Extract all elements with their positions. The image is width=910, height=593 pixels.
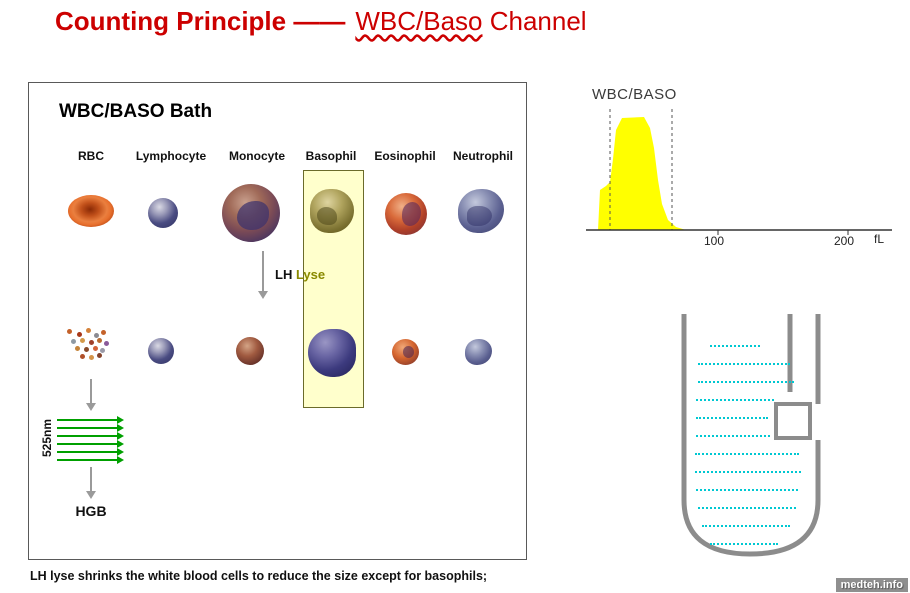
x-axis-unit-label: fL [874,232,885,246]
green-light-arrow-icon [57,424,124,432]
green-light-arrow-icon [57,432,124,440]
column-header-monocyte: Monocyte [228,149,285,163]
liquid-dots-row [710,543,778,545]
histogram-plot [586,109,892,235]
liquid-dots-row [695,471,801,473]
title-channel: WBC/Baso [355,6,483,36]
title-channel-group: WBC/Baso Channel [355,6,586,36]
shrunken-lymphocyte-cell [148,338,174,364]
title-suffix: Channel [482,6,587,36]
bath-chamber-outline [681,314,821,557]
wbc-baso-bath-panel: WBC/BASO Bath RBC Lymphocyte Monocyte Ba… [28,82,527,560]
eosinophil-cell [385,193,427,235]
lyse-label: LH Lyse [275,267,325,282]
beaker-wall-path [681,314,821,557]
title-main: Counting Principle —— [55,6,346,36]
liquid-dots-row [696,435,770,437]
page-title: Counting Principle —— WBC/Baso Channel [55,6,587,37]
lysed-rbc-debris [67,329,115,369]
liquid-dots-row [710,345,760,347]
down-arrow-icon [86,379,96,411]
bath-heading: WBC/BASO Bath [59,101,213,122]
green-light-arrow-icon [57,416,124,424]
x-tick-label-200: 200 [834,234,855,248]
caption-text: LH lyse shrinks the white blood cells to… [30,569,488,583]
green-light-arrow-icon [57,456,124,464]
liquid-dots-row [698,507,796,509]
rbc-cell [68,195,114,227]
green-light-arrow-icon [57,448,124,456]
column-header-basophil: Basophil [305,149,357,163]
shrunken-monocyte-cell [236,337,264,365]
debris-dot [67,329,72,334]
liquid-dots-row [696,417,768,419]
green-light-arrow-icon [57,440,124,448]
down-arrow-icon [86,467,96,499]
liquid-dots-row [702,525,790,527]
liquid-dots-row [695,453,799,455]
lyse-arrow-icon [258,251,268,299]
liquid-dots-row [698,381,794,383]
monocyte-cell [222,184,280,242]
basophil-cell [310,189,354,233]
column-header-rbc: RBC [78,149,104,163]
bath-chamber-diagram [662,300,862,585]
hgb-label: HGB [75,503,107,519]
lyse-label-lh: LH [275,267,293,282]
histogram-title: WBC/BASO [592,86,677,103]
column-header-eosinophil: Eosinophil [374,149,436,163]
histogram-curve [598,117,686,230]
liquid-dots-row [698,363,790,365]
column-header-neutrophil: Neutrophil [453,149,513,163]
liquid-dots-row [696,399,774,401]
column-header-lymphocyte: Lymphocyte [135,149,207,163]
shrunken-neutrophil-cell [465,339,492,365]
wbc-baso-histogram: WBC/BASO 100 200 fL [586,86,908,252]
aperture-square [774,402,812,440]
x-tick-label-100: 100 [704,234,725,248]
intact-basophil-cell [308,329,356,377]
lymphocyte-cell [148,198,178,228]
shrunken-eosinophil-cell [392,339,419,365]
liquid-dots-row [696,489,798,491]
neutrophil-cell [458,189,504,233]
wavelength-label: 525nm [40,418,54,458]
lyse-label-word: Lyse [295,267,326,282]
watermark-badge: medteh.info [835,578,908,592]
